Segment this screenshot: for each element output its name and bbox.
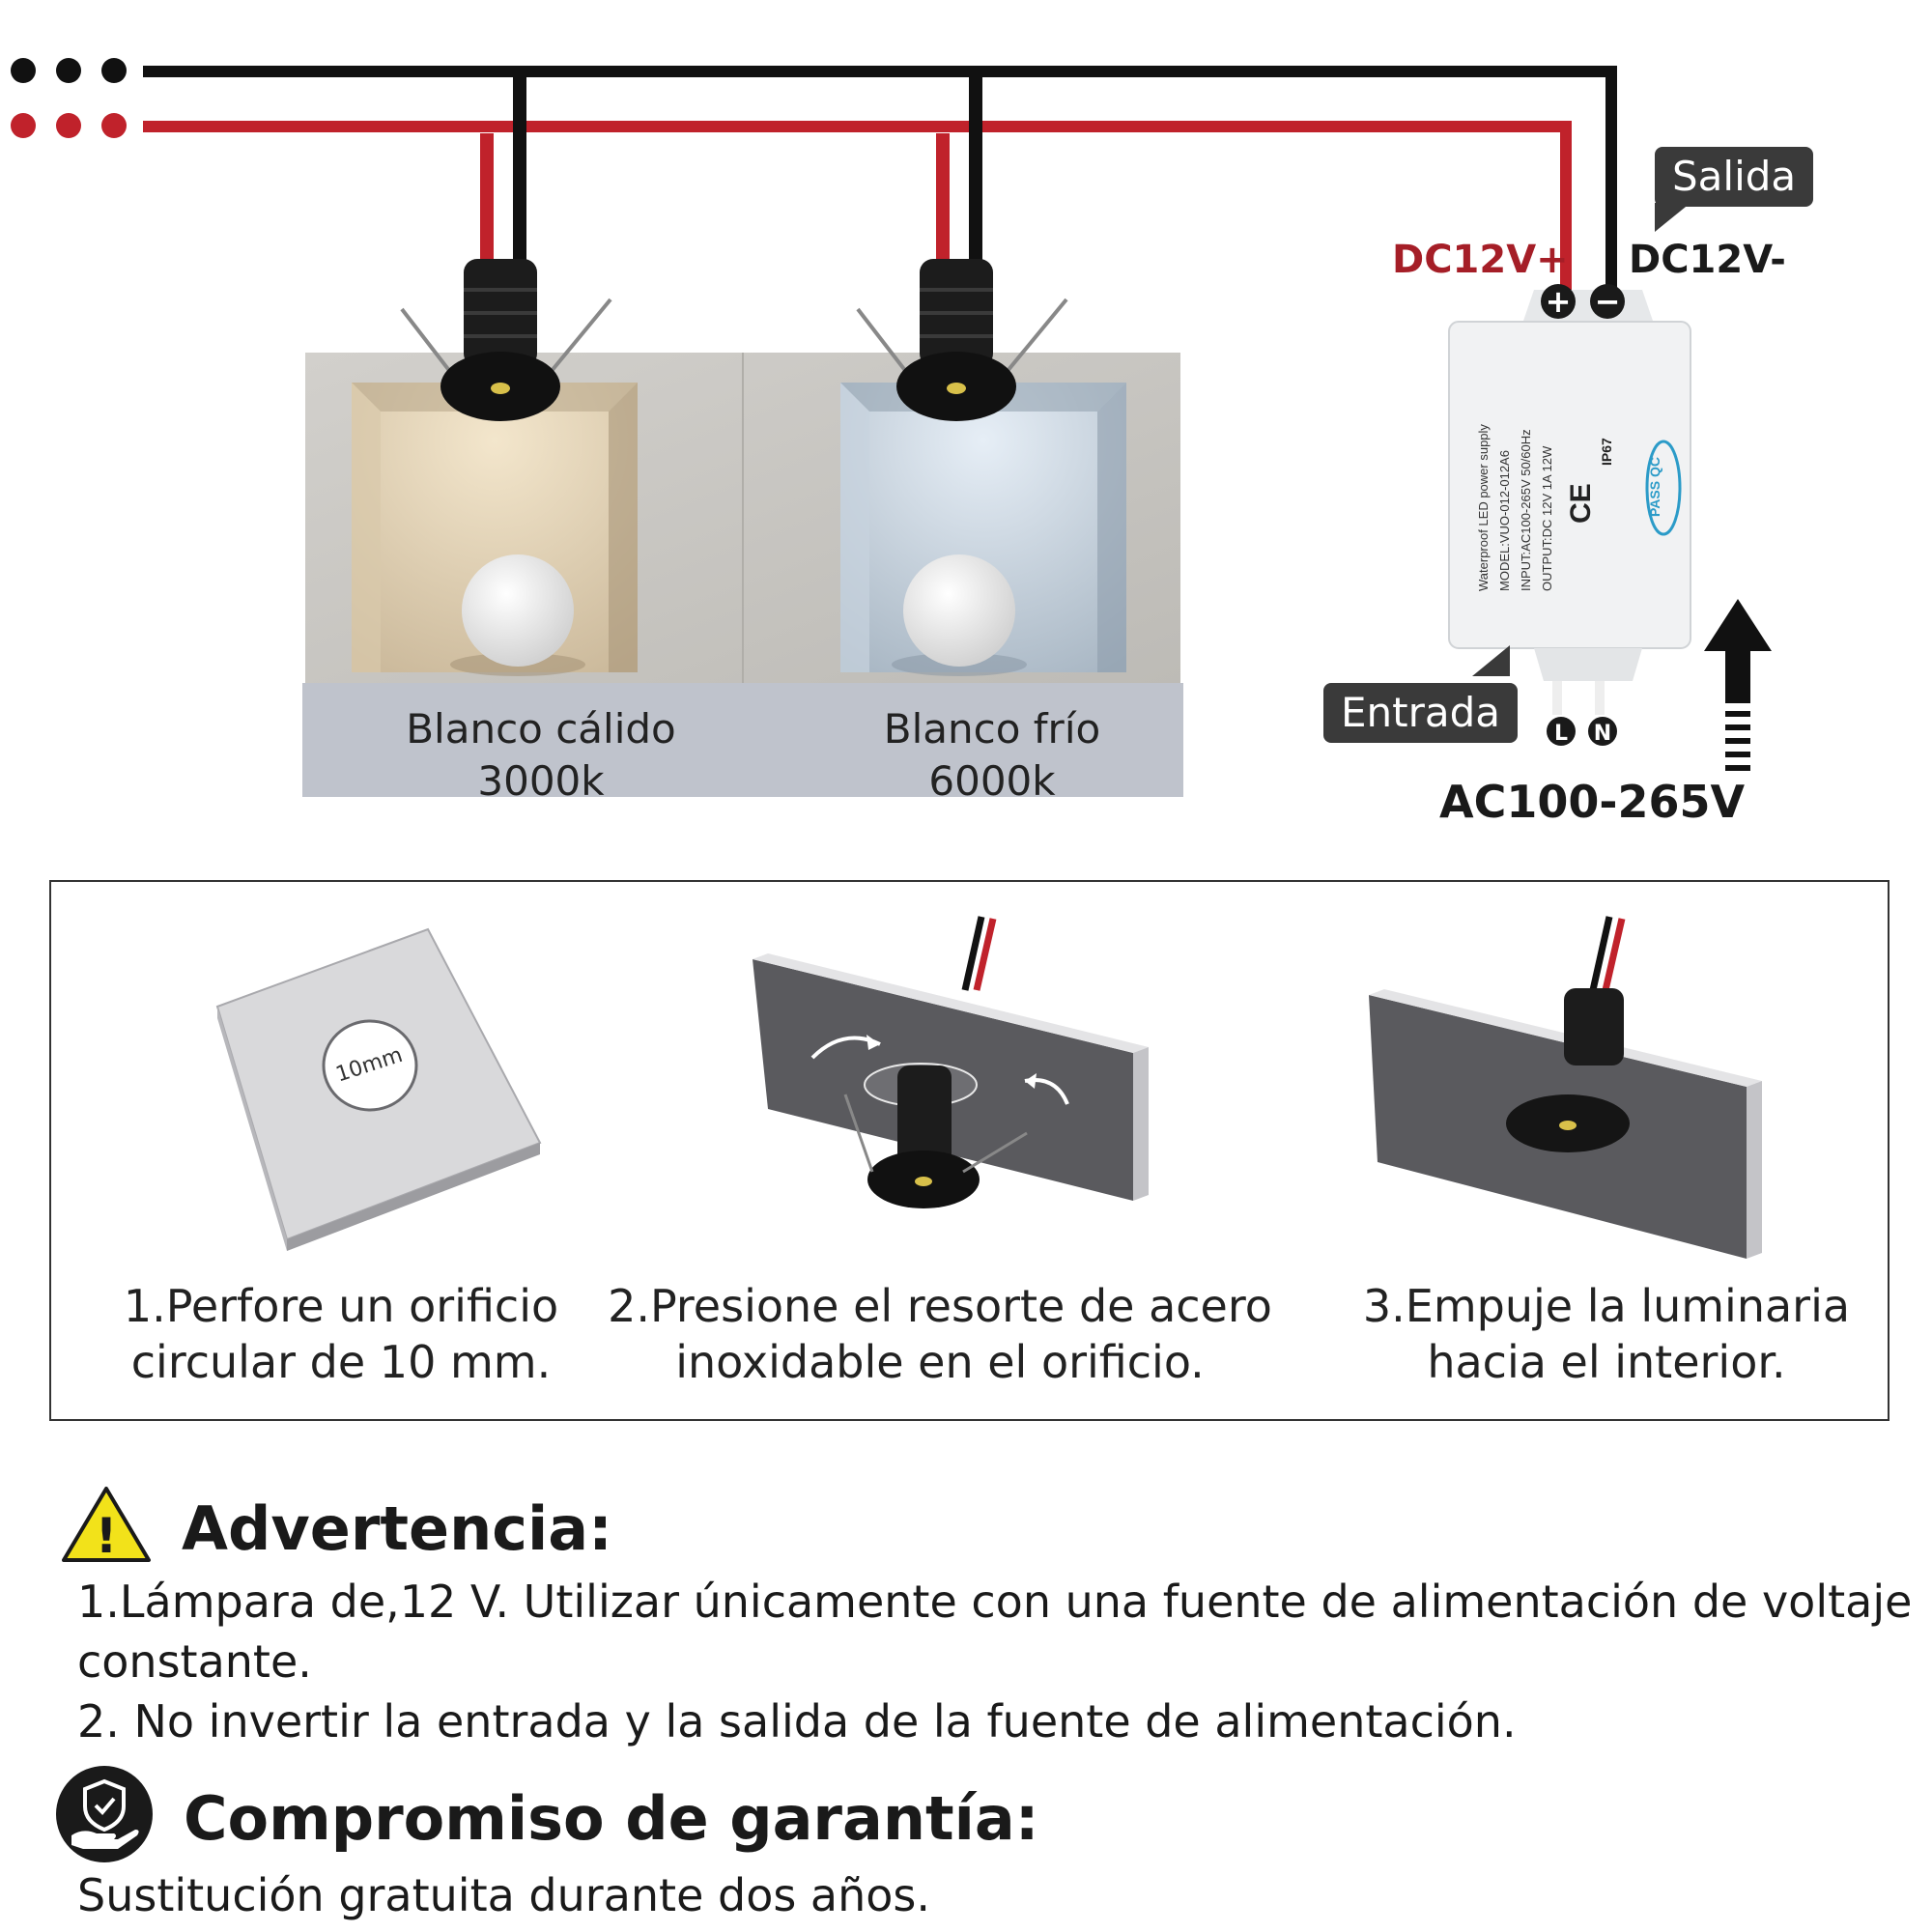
lamp-label-panel — [302, 683, 1183, 797]
svg-text:N: N — [1594, 722, 1611, 746]
ce-mark: CE — [1565, 483, 1597, 524]
step3-caption: 3.Empuje la luminaria hacia el interior. — [1346, 1278, 1867, 1390]
warning-title: Advertencia: — [182, 1493, 612, 1564]
driver-label-line-2: MODEL:VUO-012-012A6 — [1497, 450, 1512, 591]
svg-text:!: ! — [96, 1508, 118, 1564]
svg-text:L: L — [1554, 722, 1568, 746]
lamp2-fixture — [856, 259, 1068, 421]
step2-caption-line1: 2.Presione el resorte de acero — [608, 1280, 1272, 1332]
warm-lamp-label: Blanco cálido 3000k — [386, 703, 696, 808]
cool-lamp-label: Blanco frío 6000k — [838, 703, 1147, 808]
warm-niche — [352, 383, 638, 676]
negative-voltage-label: DC12V- — [1629, 238, 1786, 282]
lamp1-fixture — [400, 259, 612, 421]
installation-illustrations: 10mm — [215, 916, 1762, 1259]
positive-voltage-label: DC12V+ — [1392, 238, 1569, 282]
input-callout: Entrada — [1323, 683, 1519, 743]
warranty-line-1: Sustitución gratuita durante dos años. — [77, 1869, 931, 1921]
step1-caption-line2: circular de 10 mm. — [130, 1336, 552, 1388]
warning-line-2: constante. — [77, 1635, 312, 1688]
cool-lamp-name: Blanco frío — [883, 705, 1101, 753]
output-callout: Salida — [1655, 147, 1814, 207]
step1-drilled-plate: 10mm — [215, 927, 542, 1251]
black-wire-dots — [11, 58, 127, 83]
warranty-title: Compromiso de garantía: — [184, 1783, 1039, 1854]
svg-text:+: + — [1546, 283, 1572, 320]
red-bus-wire — [143, 121, 1572, 280]
wiring-diagram: Waterproof LED power supply MODEL:VUO-01… — [11, 58, 1772, 797]
driver-label-line-1: Waterproof LED power supply — [1476, 424, 1491, 591]
black-bus-wire — [143, 66, 1617, 280]
step1-caption-line1: 1.Perfore un orificio — [123, 1280, 559, 1332]
pass-qc-mark: PASS QC — [1647, 457, 1662, 517]
ip-rating: IP67 — [1599, 438, 1614, 466]
step1-caption: 1.Perfore un orificio circular de 10 mm. — [109, 1278, 573, 1390]
warning-triangle-icon: ! — [62, 1487, 151, 1564]
power-input-arrow-icon — [1704, 599, 1772, 771]
step3-installed-lamp — [1369, 916, 1762, 1259]
negative-terminal-icon: − — [1590, 283, 1625, 320]
led-driver: Waterproof LED power supply MODEL:VUO-01… — [1448, 290, 1691, 715]
warning-line-3: 2. No invertir la entrada y la salida de… — [77, 1695, 1517, 1747]
red-wire-dots — [11, 113, 127, 138]
step2-caption-line2: inoxidable en el orificio. — [675, 1336, 1205, 1388]
driver-label-line-4: OUTPUT:DC 12V 1A 12W — [1540, 445, 1554, 591]
cool-niche — [840, 383, 1126, 676]
warranty-shield-hand-icon — [56, 1766, 153, 1862]
positive-terminal-icon: + — [1541, 283, 1576, 320]
cool-lamp-temp: 6000k — [928, 757, 1056, 805]
ac-input-label: AC100-265V — [1439, 776, 1746, 828]
step3-caption-line1: 3.Empuje la luminaria — [1362, 1280, 1851, 1332]
warning-line-1: 1.Lámpara de,12 V. Utilizar únicamente c… — [77, 1576, 1913, 1628]
svg-text:−: − — [1595, 283, 1621, 320]
step2-caption: 2.Presione el resorte de acero inoxidabl… — [592, 1278, 1288, 1390]
step3-caption-line2: hacia el interior. — [1427, 1336, 1786, 1388]
installation-steps-box: 10mm — [49, 880, 1889, 1421]
live-terminal-icon: L — [1547, 717, 1576, 746]
warm-lamp-temp: 3000k — [477, 757, 605, 805]
step2-insert-lamp — [753, 916, 1149, 1208]
neutral-terminal-icon: N — [1588, 717, 1617, 746]
warm-lamp-name: Blanco cálido — [406, 705, 676, 753]
driver-label-line-3: INPUT:AC100-265V 50/60Hz — [1519, 429, 1533, 591]
